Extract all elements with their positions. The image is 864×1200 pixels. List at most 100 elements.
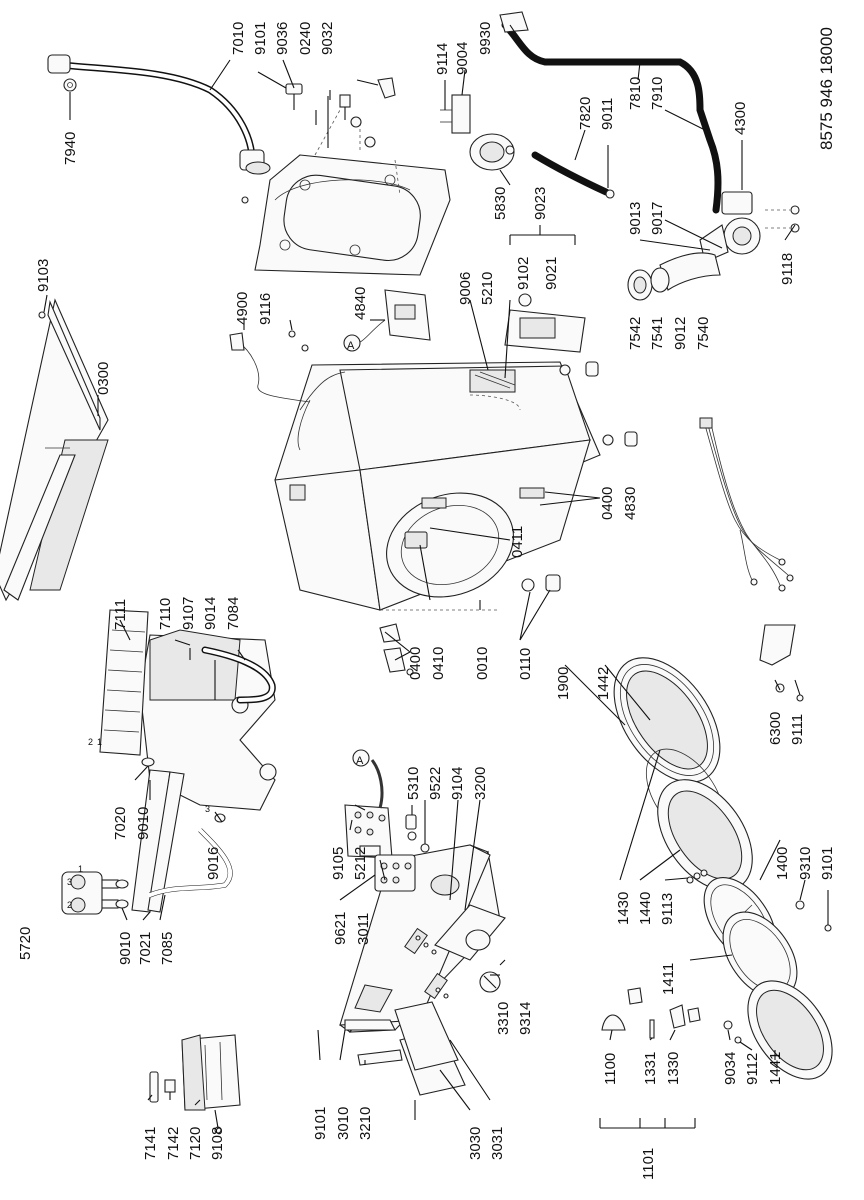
door-outer-1441 — [747, 980, 833, 1080]
label-7810: 7810 — [627, 77, 644, 110]
label-9116: 9116 — [257, 293, 274, 325]
label-5310: 5310 — [405, 767, 422, 800]
label-7910: 7910 — [649, 77, 666, 110]
label-3200: 3200 — [472, 767, 489, 800]
label-7084: 7084 — [225, 597, 242, 630]
svg-text:3: 3 — [67, 877, 72, 887]
screw-9103 — [38, 311, 46, 319]
label-9310: 9310 — [797, 847, 814, 880]
screws-0400 — [379, 623, 414, 676]
pressure-hose-7820 — [531, 151, 610, 196]
feet-0110 — [521, 361, 638, 592]
inlet-hose-7010 — [47, 54, 271, 175]
cap-7142 — [164, 1079, 176, 1093]
label-9118: 9118 — [779, 253, 796, 285]
label-1400: 1400 — [774, 847, 791, 880]
washer-7940 — [63, 78, 77, 92]
label-4840: 4840 — [352, 287, 369, 320]
label-4830: 4830 — [622, 487, 639, 520]
detergent-drawer-7120 — [181, 1034, 241, 1134]
label-7020: 7020 — [112, 807, 129, 840]
label-9010-lower: 9010 — [117, 932, 134, 965]
part-labels: 7940 7010 9101 9036 0240 9032 9114 9004 … — [17, 22, 836, 1180]
label-0400-left: 0400 — [407, 647, 424, 680]
label-9105: 9105 — [330, 847, 347, 880]
label-9101-door: 9101 — [819, 847, 836, 880]
label-0300: 0300 — [95, 362, 112, 395]
label-9034: 9034 — [722, 1052, 739, 1085]
door-handle-1100 — [601, 987, 701, 1039]
label-9101: 9101 — [252, 22, 269, 55]
label-9004: 9004 — [454, 42, 471, 75]
inlet-valve-5720 — [61, 871, 119, 915]
label-9930: 9930 — [477, 22, 494, 55]
label-9016: 9016 — [205, 847, 222, 880]
fasteners-9101-9036 — [241, 83, 376, 204]
part-9522 — [420, 843, 430, 853]
label-5212: 5212 — [352, 847, 369, 880]
clip-9032 — [377, 77, 396, 99]
dispenser-lid-7111 — [99, 609, 149, 756]
svg-text:1: 1 — [78, 864, 83, 874]
label-0240: 0240 — [297, 22, 314, 55]
label-0410: 0410 — [430, 647, 447, 680]
label-9021: 9021 — [543, 257, 560, 290]
label-9032: 9032 — [319, 22, 336, 55]
label-9111: 9111 — [789, 714, 806, 745]
label-9102: 9102 — [515, 257, 532, 290]
label-3310: 3310 — [495, 1002, 512, 1035]
label-9010-upper: 9010 — [135, 807, 152, 840]
label-9522: 9522 — [427, 767, 444, 800]
door-ring-1430-1440 — [645, 748, 753, 891]
siphon-7141 — [149, 1071, 159, 1103]
label-0411: 0411 — [509, 526, 526, 558]
label-3031: 3031 — [489, 1127, 506, 1160]
label-9036: 9036 — [274, 22, 291, 55]
label-7542: 7542 — [627, 317, 644, 350]
label-9113: 9113 — [659, 893, 676, 925]
lock-6300 — [759, 624, 804, 702]
label-7541: 7541 — [649, 317, 666, 350]
module-4840 — [359, 289, 431, 343]
label-6300: 6300 — [767, 712, 784, 745]
wiring-harness-4830 — [699, 417, 794, 592]
label-1440: 1440 — [637, 892, 654, 925]
label-1331: 1331 — [642, 1052, 659, 1085]
label-3010: 3010 — [335, 1107, 352, 1140]
label-7085: 7085 — [159, 932, 176, 965]
label-7120: 7120 — [187, 1127, 204, 1160]
label-9101-panel: 9101 — [312, 1107, 329, 1140]
leader-lines — [43, 24, 829, 1129]
label-9108: 9108 — [209, 1127, 226, 1160]
small-reference-numbers: 1 2 3 3 2 1 — [67, 737, 210, 910]
label-9314: 9314 — [517, 1002, 534, 1035]
label-9621: 9621 — [332, 912, 349, 945]
label-9112: 9112 — [744, 1053, 761, 1085]
label-7141: 7141 — [142, 1127, 159, 1160]
svg-text:3: 3 — [205, 804, 210, 814]
label-9011: 9011 — [599, 98, 616, 130]
strip-3210 — [357, 1049, 403, 1066]
label-1900: 1900 — [555, 667, 572, 700]
dispenser-housing-7110 — [139, 629, 277, 811]
svg-text:A: A — [356, 755, 364, 767]
door-hinge-parts — [723, 900, 832, 1044]
label-7021: 7021 — [137, 932, 154, 965]
drain-hose-7810 — [499, 11, 722, 214]
callout-a-panel: A — [352, 749, 370, 767]
svg-text:2: 2 — [67, 900, 72, 910]
label-1100: 1100 — [602, 1053, 619, 1085]
label-7010: 7010 — [230, 22, 247, 55]
top-panel-0300 — [0, 298, 109, 602]
label-0010: 0010 — [474, 647, 491, 680]
document-number: 8575 946 18000 — [817, 27, 836, 150]
label-7940: 7940 — [62, 132, 79, 165]
knob-3310 — [479, 971, 501, 993]
label-7110: 7110 — [157, 598, 174, 630]
label-1430: 1430 — [615, 892, 632, 925]
label-4900: 4900 — [234, 292, 251, 325]
label-1411: 1411 — [660, 963, 677, 995]
label-9103: 9103 — [35, 259, 52, 292]
label-9006: 9006 — [457, 272, 474, 305]
